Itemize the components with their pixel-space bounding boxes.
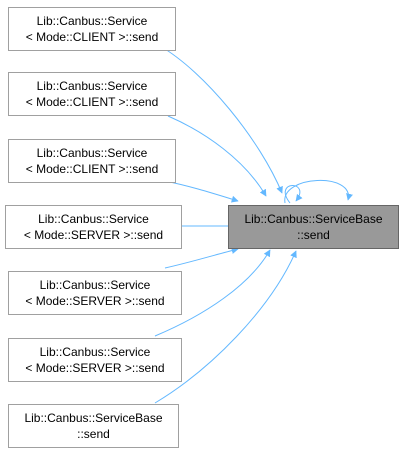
edge-caller-5 bbox=[164, 247, 239, 269]
caller-node-6[interactable]: Lib::Canbus::Service < Mode::SERVER >::s… bbox=[8, 338, 182, 382]
caller-node-2[interactable]: Lib::Canbus::Service < Mode::CLIENT >::s… bbox=[8, 72, 176, 116]
caller-node-1-line2: < Mode::CLIENT >::send bbox=[25, 30, 159, 44]
edge-caller-2 bbox=[167, 115, 267, 197]
caller-node-6-line1: Lib::Canbus::Service bbox=[39, 345, 151, 359]
caller-node-7-line1: Lib::Canbus::ServiceBase bbox=[24, 411, 163, 425]
target-node-line2: ::send bbox=[297, 228, 330, 242]
caller-node-6-line2: < Mode::SERVER >::send bbox=[25, 361, 165, 375]
edge-self-loop-2 bbox=[284, 180, 353, 204]
caller-node-3[interactable]: Lib::Canbus::Service < Mode::CLIENT >::s… bbox=[8, 139, 176, 183]
edge-caller-7 bbox=[154, 250, 297, 404]
caller-node-5-line2: < Mode::SERVER >::send bbox=[25, 294, 165, 308]
edge-caller-1 bbox=[159, 45, 283, 194]
caller-node-2-line2: < Mode::CLIENT >::send bbox=[25, 95, 159, 109]
target-node[interactable]: Lib::Canbus::ServiceBase ::send bbox=[228, 205, 399, 249]
caller-node-1[interactable]: Lib::Canbus::Service < Mode::CLIENT >::s… bbox=[8, 7, 176, 51]
caller-node-7-line2: ::send bbox=[77, 427, 110, 441]
caller-node-4-line2: < Mode::SERVER >::send bbox=[23, 228, 164, 242]
caller-node-3-line2: < Mode::CLIENT >::send bbox=[25, 162, 159, 176]
caller-node-7[interactable]: Lib::Canbus::ServiceBase ::send bbox=[8, 404, 179, 448]
edge-self-loop-1 bbox=[284, 185, 303, 204]
edge-caller-3 bbox=[164, 180, 239, 203]
caller-node-3-line1: Lib::Canbus::Service bbox=[36, 146, 148, 160]
caller-node-4[interactable]: Lib::Canbus::Service < Mode::SERVER >::s… bbox=[5, 205, 182, 249]
caller-node-4-line1: Lib::Canbus::Service bbox=[38, 212, 149, 226]
caller-node-5[interactable]: Lib::Canbus::Service < Mode::SERVER >::s… bbox=[8, 271, 182, 315]
caller-node-2-line1: Lib::Canbus::Service bbox=[36, 79, 148, 93]
edge-caller-6 bbox=[154, 249, 271, 337]
caller-node-5-line1: Lib::Canbus::Service bbox=[39, 278, 151, 292]
target-node-line1: Lib::Canbus::ServiceBase bbox=[244, 212, 383, 226]
caller-node-1-line1: Lib::Canbus::Service bbox=[36, 14, 148, 28]
